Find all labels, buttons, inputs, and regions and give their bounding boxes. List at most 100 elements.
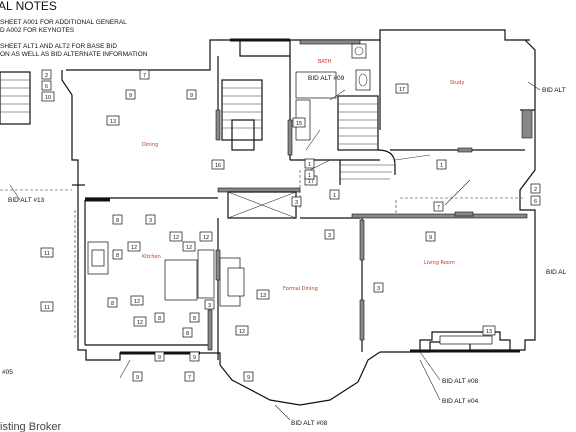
keynote-tag-box <box>304 169 315 180</box>
keynote-tag-box <box>184 371 195 382</box>
keynote-tag-label: 7 <box>437 205 440 211</box>
keynote-tag: 15 <box>292 117 306 128</box>
keynote-tag-label: 12 <box>173 235 179 241</box>
keynote-tag: 12 <box>199 231 213 242</box>
keynote-tag-label: 12 <box>131 245 137 251</box>
keynote-tag-box <box>395 83 409 94</box>
keynote-tag: 2 <box>41 69 52 80</box>
keynote-tag: 9 <box>186 89 197 100</box>
keynote-tag-label: 2 <box>534 187 537 193</box>
keynote-tag-box <box>436 159 447 170</box>
keynote-tag-box <box>433 201 444 212</box>
sheet-reference: #05 <box>2 369 13 376</box>
keynote-tag-label: 8 <box>158 316 161 322</box>
leader-lines <box>0 81 541 421</box>
keynote-tag: 1 <box>304 169 315 180</box>
keynote-tag-label: 17 <box>399 87 405 93</box>
keynote-tag: 9 <box>132 371 143 382</box>
keynote-tag-label: 1 <box>440 163 443 169</box>
keynote-tag: 8 <box>112 249 123 260</box>
keynote-tag: 3 <box>324 229 335 240</box>
keynote-tag-box <box>112 249 123 260</box>
room-label-formal-dining: Formal Dining <box>283 286 318 292</box>
keynote-tag-label: 3 <box>208 303 211 309</box>
keynote-tag: 3 <box>204 299 215 310</box>
keynote-tag: 3 <box>373 282 384 293</box>
keynote-tag: 1 <box>304 158 315 169</box>
keynote-tag-box <box>133 316 147 327</box>
keynote-tag-label: 13 <box>260 293 266 299</box>
keynote-tag-box <box>154 351 165 362</box>
general-note-4: ON AS WELL AS BID ALTERNATE INFORMATION <box>0 51 148 58</box>
keynote-tag-label: 3 <box>377 286 380 292</box>
keynote-tag: 8 <box>182 327 193 338</box>
keynote-tag-label: 2 <box>45 73 48 79</box>
keynote-tag: 12 <box>127 241 141 252</box>
keynote-tag-label: 1 <box>333 193 336 199</box>
keynote-tag-label: 8 <box>116 218 119 224</box>
keynote-tag-box <box>132 371 143 382</box>
keynote-tag-box <box>182 327 193 338</box>
keynote-tag-box <box>235 325 249 336</box>
keynote-tag-label: 17 <box>308 179 314 185</box>
keynote-tag-label: 15 <box>296 121 302 127</box>
keynote-tag-label: 12 <box>203 235 209 241</box>
keynote-tag: 12 <box>130 295 144 306</box>
keynote-tag-label: 8 <box>193 316 196 322</box>
keynote-tag: 12 <box>235 325 249 336</box>
keynote-tag-box <box>425 231 436 242</box>
keynote-tag-box <box>291 196 302 207</box>
keynote-tag-box <box>482 325 496 336</box>
keynote-tag-box <box>189 351 200 362</box>
keynote-tag: 13 <box>106 115 120 126</box>
bid-alt-13-label: BID ALT #13 <box>8 197 45 204</box>
keynote-tag-label: 9 <box>136 375 139 381</box>
keynote-tag-box <box>40 301 54 312</box>
keynote-tag-box <box>256 289 270 300</box>
keynote-tag-label: 8 <box>116 253 119 259</box>
keynote-tag-box <box>125 89 136 100</box>
keynote-tag-box <box>324 229 335 240</box>
keynote-tag-box <box>182 241 196 252</box>
keynote-tag: 1 <box>329 189 340 200</box>
keynote-tag: 9 <box>154 351 165 362</box>
keynote-tag: 12 <box>133 316 147 327</box>
listing-broker-watermark: isting Broker <box>0 421 61 432</box>
bath-fixtures <box>295 43 371 141</box>
keynote-tag-label: 9 <box>190 93 193 99</box>
central-stair <box>221 79 263 151</box>
keynote-tag: 12 <box>169 231 183 242</box>
keynote-tag: 17 <box>395 83 409 94</box>
keynote-tag: 13 <box>482 325 496 336</box>
keynote-tag-label: 8 <box>111 301 114 307</box>
keynote-tag-label: 11 <box>44 305 50 311</box>
general-note-1: SHEET A001 FOR ADDITIONAL GENERAL <box>0 19 127 26</box>
keynote-tag: 9 <box>125 89 136 100</box>
keynote-tag-label: 8 <box>186 331 189 337</box>
bid-alt-edge-mid-label: BID AL <box>546 269 567 276</box>
keynote-tag-label: 9 <box>429 235 432 241</box>
keynote-tag-box <box>130 295 144 306</box>
keynote-tag-box <box>41 80 52 91</box>
keynote-tag-label: 12 <box>137 320 143 326</box>
general-note-2: D A002 FOR KEYNOTES <box>0 27 75 34</box>
keynote-tag-label: 9 <box>129 93 132 99</box>
keynote-tag-box <box>106 115 120 126</box>
room-label-bath: BATH <box>318 59 332 65</box>
keynote-tag-label: 9 <box>247 375 250 381</box>
left-exterior-stair <box>0 71 31 125</box>
keynote-tag: 12 <box>182 241 196 252</box>
keynote-tag-box <box>139 69 150 80</box>
keynote-tag: 13 <box>256 289 270 300</box>
keynote-tag-label: 16 <box>215 163 221 169</box>
keynote-tag-label: 7 <box>143 73 146 79</box>
kitchen-equipment <box>74 210 245 340</box>
keynote-tag-box <box>530 195 541 206</box>
keynote-tag-label: 12 <box>134 299 140 305</box>
keynote-tag-label: 3 <box>328 233 331 239</box>
room-label-living-room: Living Room <box>424 260 455 266</box>
interior-walls <box>72 39 535 360</box>
keynote-tag-box <box>189 312 200 323</box>
